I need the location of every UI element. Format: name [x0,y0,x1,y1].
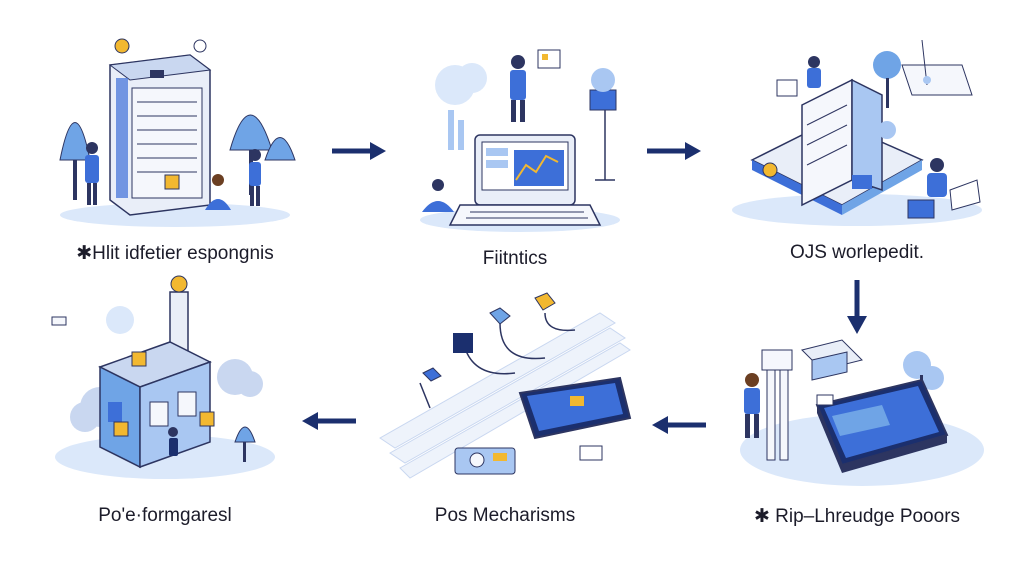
server-cabinet-icon [59,38,296,227]
arrow-right-icon [332,142,386,160]
conveyor-phone-icon [379,292,632,479]
tablet-device-icon [740,339,984,486]
step-label-3: OJS worlepedit. [789,242,925,263]
factory-building-icon [51,275,275,479]
step-label-2: Fiitntics [482,248,548,269]
step-label-4: ✱ Rip–Lhreudge Pooors [753,506,961,527]
arrow-left-icon [302,412,356,430]
step-label-6: Po'e·formgaresl [98,505,232,526]
arrow-right-icon [647,142,701,160]
computer-terminal-icon [420,49,620,232]
arrow-left-icon [652,416,706,434]
isometric-office-icon [732,39,982,226]
step-label-5: Pos Mecharisms [434,505,576,526]
arrow-down-icon [847,280,867,334]
step-label-1: ✱Hlit idfetier espongnis [76,243,274,264]
